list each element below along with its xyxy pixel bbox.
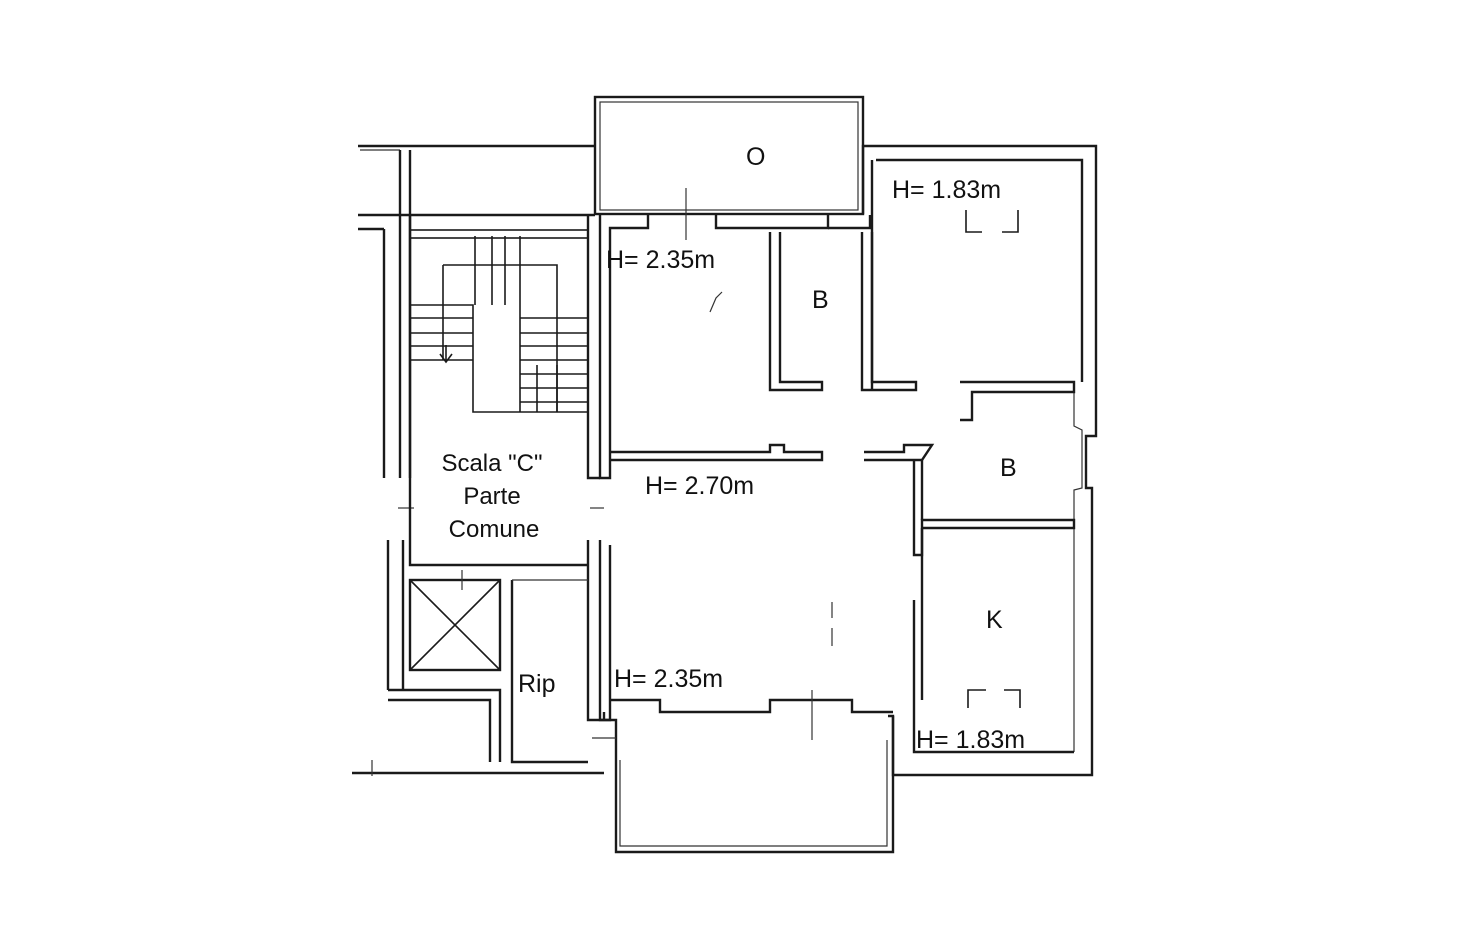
interior-walls: [592, 160, 1076, 754]
height-label-bottom-left: H= 2.35m: [614, 665, 723, 693]
room-label-bath-1: B: [812, 286, 829, 314]
stair-core: [408, 215, 604, 722]
stair-label-line-3: Comune: [449, 516, 540, 543]
balcony-top: [593, 95, 865, 216]
balcony-bottom: [604, 714, 895, 854]
room-label-kitchen: K: [986, 606, 1003, 634]
room-label-balcony: O: [746, 143, 765, 171]
height-label-top-left: H= 2.35m: [606, 246, 715, 274]
stair-label-line-2: Parte: [463, 483, 520, 510]
exterior-walls: [352, 144, 1098, 777]
height-label-kitchen: H= 1.83m: [916, 726, 1025, 754]
room-label-bath-2: B: [1000, 454, 1017, 482]
storage-room: [510, 579, 588, 764]
room-label-storage: Rip: [518, 670, 556, 698]
height-label-living: H= 2.70m: [645, 472, 754, 500]
height-label-top-right: H= 1.83m: [892, 176, 1001, 204]
stair-label-line-1: Scala "C": [441, 450, 542, 477]
lift-shaft: [408, 570, 502, 672]
